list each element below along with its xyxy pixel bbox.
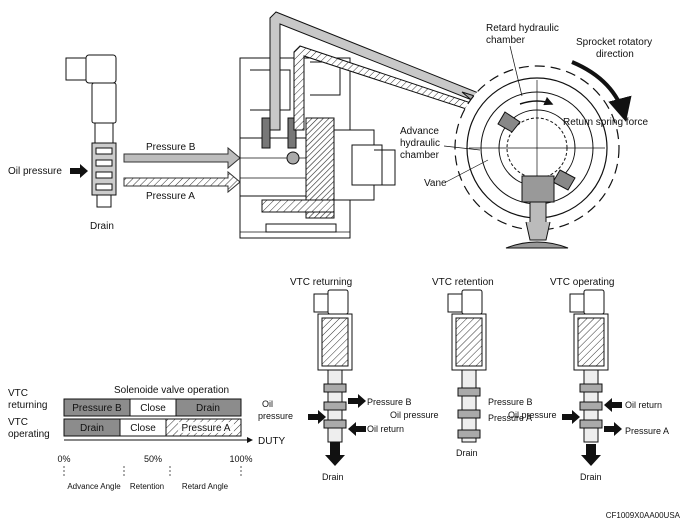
- sprocket: [454, 65, 620, 249]
- sprocket-direction-label-2: direction: [596, 49, 634, 60]
- row2-cell-close-text: Close: [130, 423, 156, 434]
- pressure-a-label: Pressure A: [146, 191, 195, 202]
- row1-label-1: VTC: [8, 388, 28, 399]
- retention-pressure-b-label: Pressure B: [488, 397, 533, 407]
- retard-chamber-label-1: Retard hydraulic: [486, 23, 559, 34]
- operating-pressure-a-label: Pressure A: [625, 426, 669, 436]
- camshaft-section: [239, 57, 396, 239]
- returning-drain-label: Drain: [322, 472, 344, 482]
- solenoid-valve-top: [65, 54, 117, 208]
- state-returning-title: VTC returning: [290, 277, 352, 288]
- tick-0: 0%: [57, 454, 70, 464]
- advance-chamber-leader: [443, 145, 481, 151]
- sprocket-direction-label-1: Sprocket rotatory: [576, 37, 652, 48]
- operation-chart: Solenoide valve operation VTC returning …: [8, 385, 286, 491]
- row2-cell-pressure-a-text: Pressure A: [182, 423, 231, 434]
- oil-pressure-label: Oil pressure: [8, 166, 62, 177]
- advance-chamber-label-2: hydraulic: [400, 138, 440, 149]
- operating-drain-label: Drain: [580, 472, 602, 482]
- advance-chamber-label-1: Advance: [400, 126, 439, 137]
- valve-returning: [308, 289, 366, 466]
- vane-leader: [445, 159, 489, 183]
- row2-cell-drain-text: Drain: [80, 423, 104, 434]
- retention-oil-pressure-label: Oil pressure: [390, 410, 439, 420]
- pressure-a-arrow: [123, 170, 241, 194]
- valve-retention: [447, 289, 487, 443]
- row2-label-1: VTC: [8, 417, 28, 428]
- advance-chamber-label-3: chamber: [400, 150, 440, 161]
- drain-label: Drain: [90, 221, 114, 232]
- region-retention: Retention: [130, 482, 164, 491]
- tick-50: 50%: [144, 454, 162, 464]
- state-retention-title: VTC retention: [432, 277, 494, 288]
- retention-drain-label: Drain: [456, 448, 478, 458]
- operating-oil-pressure-label: Oil pressure: [508, 410, 557, 420]
- row1-cell-drain: [175, 398, 242, 417]
- row1-cell-drain-text: Drain: [196, 403, 220, 414]
- returning-oil-label-2: pressure: [258, 411, 293, 421]
- operating-oil-return-label: Oil return: [625, 400, 662, 410]
- vane-label: Vane: [424, 178, 447, 189]
- sprocket-rotation-arrow: [571, 60, 632, 122]
- retard-chamber-leader: [509, 45, 523, 97]
- valve-operating: [562, 289, 622, 466]
- returning-oil-label-1: Oil: [262, 399, 273, 409]
- pressure-b-label: Pressure B: [146, 142, 196, 153]
- footer-code: CF1009X0AA00USA: [606, 511, 681, 520]
- returning-oil-return-label: Oil return: [367, 424, 404, 434]
- return-spring-arrow: [519, 96, 554, 106]
- tick-100: 100%: [229, 454, 252, 464]
- region-retard: Retard Angle: [182, 482, 229, 491]
- row1-cell-pressure-b-text: Pressure B: [72, 403, 122, 414]
- region-advance: Advance Angle: [67, 482, 121, 491]
- return-spring-label: Return spring force: [563, 117, 648, 128]
- returning-pressure-b-label: Pressure B: [367, 397, 412, 407]
- oil-pressure-arrow: [70, 164, 88, 178]
- row1-cell-close-text: Close: [140, 403, 166, 414]
- retention-pressure-a-label: Pressure A: [488, 413, 532, 423]
- row2-label-2: operating: [8, 429, 50, 440]
- row1-label-2: returning: [8, 400, 47, 411]
- duty-label: DUTY: [258, 436, 286, 447]
- retard-chamber-label-2: chamber: [486, 35, 526, 46]
- chart-title: Solenoide valve operation: [114, 385, 229, 396]
- state-operating-title: VTC operating: [550, 277, 614, 288]
- pressure-b-arrow: [123, 146, 241, 170]
